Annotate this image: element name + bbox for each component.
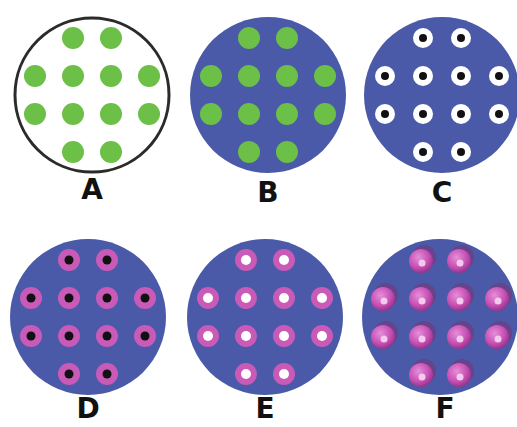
magenta-rings-light — [197, 249, 333, 385]
green-spots — [200, 27, 336, 163]
plate-c — [364, 17, 517, 173]
panel-letter: C — [432, 177, 453, 209]
colony-shadows — [374, 245, 512, 383]
white-rings — [375, 28, 509, 162]
magenta-rings-dark — [20, 249, 156, 385]
green-spots — [24, 27, 160, 163]
plate-d — [10, 239, 166, 395]
panel-letter: E — [255, 393, 274, 425]
plate-b — [190, 17, 346, 173]
panel-letter: A — [81, 174, 103, 206]
plate-a — [15, 18, 169, 172]
pink-colonies — [371, 249, 509, 387]
panel-letter: D — [76, 393, 99, 425]
panel-letter: F — [435, 393, 454, 425]
plate-f — [362, 239, 517, 395]
plate-e — [187, 239, 343, 395]
panel-letter: B — [257, 177, 278, 209]
